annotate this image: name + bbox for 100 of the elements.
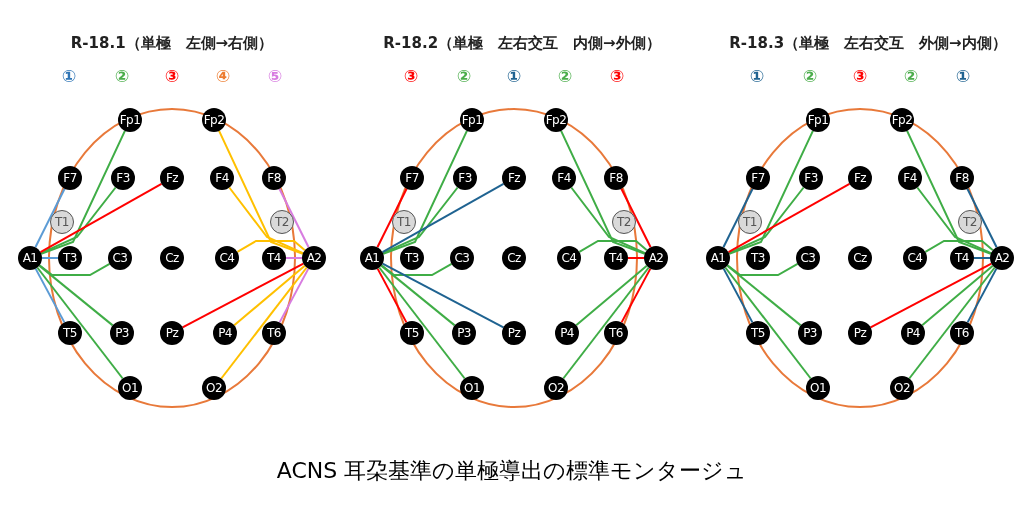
electrode-circle: O1 — [806, 376, 830, 400]
electrode-circle: T4 — [604, 246, 628, 270]
electrode-circle: T5 — [400, 321, 424, 345]
connector-line — [908, 266, 996, 380]
connector-line — [381, 262, 505, 329]
electrode-circle: T3 — [58, 246, 82, 270]
order-number: ① — [955, 66, 971, 86]
electrode-circle: O2 — [544, 376, 568, 400]
electrode-circle: Pz — [160, 321, 184, 345]
connector-line — [40, 186, 117, 255]
electrode-circle: T4 — [950, 246, 974, 270]
connector-line — [220, 266, 308, 380]
connector-line — [966, 267, 998, 324]
electrode-circle: F8 — [262, 166, 286, 190]
order-number: ② — [903, 66, 919, 86]
electrode-circle: Fp2 — [544, 108, 568, 132]
connector-line — [376, 187, 408, 249]
connector-line — [380, 264, 456, 327]
electrode-circle: P4 — [901, 321, 925, 345]
order-number: ② — [557, 66, 573, 86]
order-number: ⑤ — [267, 66, 283, 86]
connector-line — [727, 182, 851, 254]
electrode-circle: O1 — [460, 376, 484, 400]
order-number: ② — [114, 66, 130, 86]
order-number: ② — [802, 66, 818, 86]
electrode-circle: Fz — [160, 166, 184, 190]
connector-line — [722, 187, 754, 249]
electrode-circle: F7 — [58, 166, 82, 190]
electrode-circle: Pz — [848, 321, 872, 345]
electrode-circle: C4 — [903, 246, 927, 270]
electrode-circle: F3 — [453, 166, 477, 190]
electrode-circle: T5 — [58, 321, 82, 345]
electrode-circle: P3 — [452, 321, 476, 345]
order-number: ④ — [215, 66, 231, 86]
connector-line — [236, 240, 306, 253]
connector-line — [34, 187, 66, 249]
connector-line — [921, 264, 994, 327]
electrode-circle: F4 — [210, 166, 234, 190]
connector-line — [620, 267, 652, 324]
electrode-circle: P3 — [798, 321, 822, 345]
connector-line — [627, 257, 645, 259]
electrode-circle: F7 — [746, 166, 770, 190]
panel-title: R-18.1（単極 左側→右側） — [70, 34, 274, 53]
electrode-circle: A1 — [706, 246, 730, 270]
electrode-circle: C4 — [557, 246, 581, 270]
electrode-circle: P4 — [555, 321, 579, 345]
connector-line — [906, 129, 992, 255]
caption: ACNS 耳朶基準の単極導出の標準モンタージュ — [275, 457, 749, 485]
electrode-circle: F7 — [400, 166, 424, 190]
electrode-circle: Fz — [848, 166, 872, 190]
connector-line — [376, 267, 408, 324]
connector-line — [41, 257, 59, 259]
electrode-circle: Pz — [502, 321, 526, 345]
optional-electrode: T1 — [392, 210, 416, 234]
connector-line — [38, 264, 114, 327]
panel-title: R-18.3（単極 左右交互 外側→内側） — [729, 34, 1007, 53]
order-number: ③ — [609, 66, 625, 86]
connector-line — [378, 266, 466, 380]
connector-line — [916, 186, 992, 255]
connector-line — [869, 262, 993, 329]
electrode-circle: T6 — [604, 321, 628, 345]
electrode-circle: O1 — [118, 376, 142, 400]
electrode-circle: C3 — [108, 246, 132, 270]
order-number: ③ — [403, 66, 419, 86]
electrode-circle: T6 — [262, 321, 286, 345]
connector-line — [285, 257, 303, 259]
electrode-circle: Fp2 — [890, 108, 914, 132]
electrode-circle: Cz — [502, 246, 526, 270]
electrode-circle: T3 — [746, 246, 770, 270]
connector-line — [726, 264, 802, 327]
connector-line — [382, 129, 468, 255]
connector-line — [973, 257, 991, 259]
electrode-circle: C3 — [450, 246, 474, 270]
electrode-circle: T5 — [746, 321, 770, 345]
connector-line — [722, 267, 754, 324]
electrode-circle: A1 — [18, 246, 42, 270]
optional-electrode: T2 — [270, 210, 294, 234]
connector-line — [575, 264, 648, 327]
electrode-circle: T4 — [262, 246, 286, 270]
electrode-circle: A2 — [990, 246, 1014, 270]
order-number: ① — [749, 66, 765, 86]
optional-electrode: T2 — [958, 210, 982, 234]
connector-line — [40, 129, 126, 255]
connector-line — [966, 187, 998, 249]
optional-electrode: T1 — [50, 210, 74, 234]
panel-title: R-18.2（単極 左右交互 内側→外側） — [383, 34, 661, 53]
connector-line — [39, 182, 163, 254]
order-number: ① — [506, 66, 522, 86]
electrode-circle: T6 — [950, 321, 974, 345]
connector-line — [278, 267, 310, 324]
connector-line — [620, 187, 652, 249]
electrode-circle: F8 — [950, 166, 974, 190]
electrode-circle: F8 — [604, 166, 628, 190]
connector-line — [728, 186, 805, 255]
electrode-circle: Fz — [502, 166, 526, 190]
electrode-circle: A2 — [644, 246, 668, 270]
optional-electrode: T2 — [612, 210, 636, 234]
electrode-circle: A1 — [360, 246, 384, 270]
electrode-circle: Cz — [848, 246, 872, 270]
electrode-circle: Fp2 — [202, 108, 226, 132]
